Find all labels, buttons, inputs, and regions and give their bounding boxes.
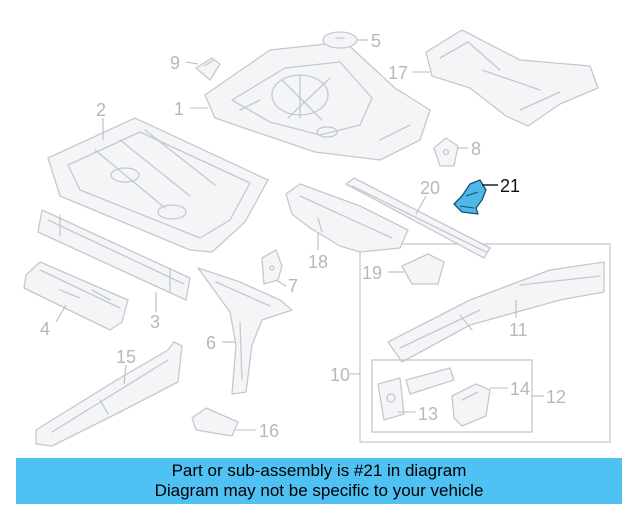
leader-20 — [415, 195, 427, 215]
info-banner: Part or sub-assembly is #21 in diagram D… — [16, 458, 622, 504]
callout-18: 18 — [308, 252, 328, 272]
callout-6: 6 — [206, 333, 216, 353]
part-13-reinforcement — [405, 367, 455, 395]
part-6-pillar — [197, 267, 293, 395]
part-19-bracket — [401, 253, 445, 285]
part-9-clip — [195, 57, 221, 81]
part-2-front-floor-pan — [47, 117, 269, 253]
callout-14: 14 — [510, 379, 530, 399]
leader-4 — [55, 304, 67, 323]
callout-8: 8 — [471, 139, 481, 159]
callout-12: 12 — [546, 387, 566, 407]
part-17-crossmember — [425, 29, 599, 127]
callout-1: 1 — [174, 99, 184, 119]
callout-21: 21 — [500, 176, 520, 196]
part-8-bracket — [433, 137, 459, 167]
callout-17: 17 — [388, 63, 408, 83]
callout-16: 16 — [259, 421, 279, 441]
part-18-member — [285, 183, 409, 253]
callout-4: 4 — [40, 319, 50, 339]
part-20-rail — [345, 177, 491, 259]
part-1-rear-floor-pan — [204, 41, 431, 161]
part-16-bracket — [191, 407, 239, 437]
banner-line-2: Diagram may not be specific to your vehi… — [154, 481, 484, 500]
part-21-highlighted[interactable] — [453, 179, 487, 215]
callout-3: 3 — [150, 312, 160, 332]
callout-11: 11 — [509, 320, 528, 340]
callout-2: 2 — [96, 100, 106, 120]
callout-15: 15 — [116, 347, 136, 367]
callout-20: 20 — [420, 178, 440, 198]
leader-7 — [275, 279, 287, 287]
part-11-side-member — [387, 261, 605, 363]
part-14-bracket — [451, 383, 491, 427]
callout-13: 13 — [418, 404, 438, 424]
banner-line-1: Part or sub-assembly is #21 in diagram — [171, 461, 467, 480]
part-4-rail — [23, 261, 129, 331]
part-13-plate — [377, 377, 405, 421]
parts-diagram: 1 2 3 4 5 6 7 — [23, 29, 611, 447]
part-7-bracket — [261, 249, 283, 285]
part-15-rail — [35, 341, 183, 447]
callout-19: 19 — [362, 263, 382, 283]
callout-7: 7 — [288, 276, 298, 296]
callout-9: 9 — [170, 53, 180, 73]
callout-5: 5 — [371, 31, 381, 51]
group-10-box — [359, 243, 611, 443]
leader-9 — [185, 61, 199, 65]
callout-10: 10 — [330, 365, 350, 385]
leader-15 — [123, 364, 127, 385]
part-3-sill — [37, 209, 191, 301]
part-5-plug — [322, 31, 358, 49]
